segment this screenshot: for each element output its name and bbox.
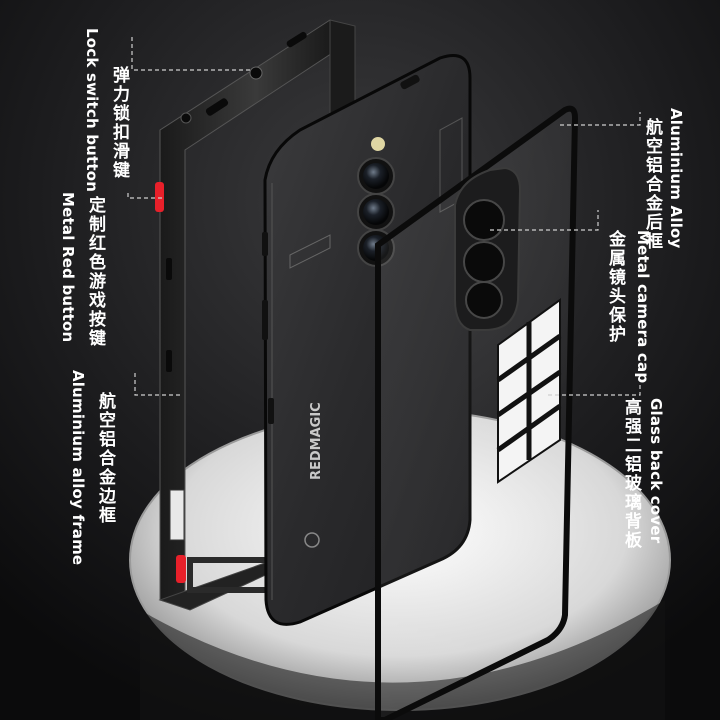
label-lock-switch-en: Lock switch button xyxy=(83,28,101,193)
label-alloy-frame-cn: 航空铝合金边框 xyxy=(95,392,115,525)
callout-lines xyxy=(127,35,641,396)
label-alloy-back-cn: 航空铝合金后框 xyxy=(642,118,662,251)
glass-grid-window xyxy=(496,298,562,484)
callout-camera-cap xyxy=(490,210,599,231)
label-red-button-cn: 定制红色游戏按键 xyxy=(85,196,105,348)
label-lock-switch-cn: 弹力锁扣滑键 xyxy=(109,66,129,180)
label-red-button-en: Metal Red button xyxy=(59,192,77,343)
red-game-button-bottom xyxy=(176,555,186,583)
glass-back-cover xyxy=(375,105,579,720)
label-camera-cap-cn: 金属镜头保护 xyxy=(605,230,625,344)
label-alloy-frame-en: Aluminium alloy frame xyxy=(69,370,87,566)
label-glass-cover-en: Glass back cover xyxy=(647,398,665,544)
label-alloy-back-en: Aluminium Alloy xyxy=(667,108,685,249)
label-glass-cover-cn: 高强二铝玻璃背板 xyxy=(621,398,641,550)
callout-alloy-frame xyxy=(134,370,180,396)
phone-brand-text: REDMAGIC xyxy=(309,402,324,480)
callout-lock-switch xyxy=(131,35,250,71)
callout-alloy-back xyxy=(560,112,641,126)
red-game-button-top xyxy=(155,182,164,212)
label-camera-cap-en: Metal camera cap xyxy=(634,230,652,384)
callout-glass-cover xyxy=(548,385,641,396)
